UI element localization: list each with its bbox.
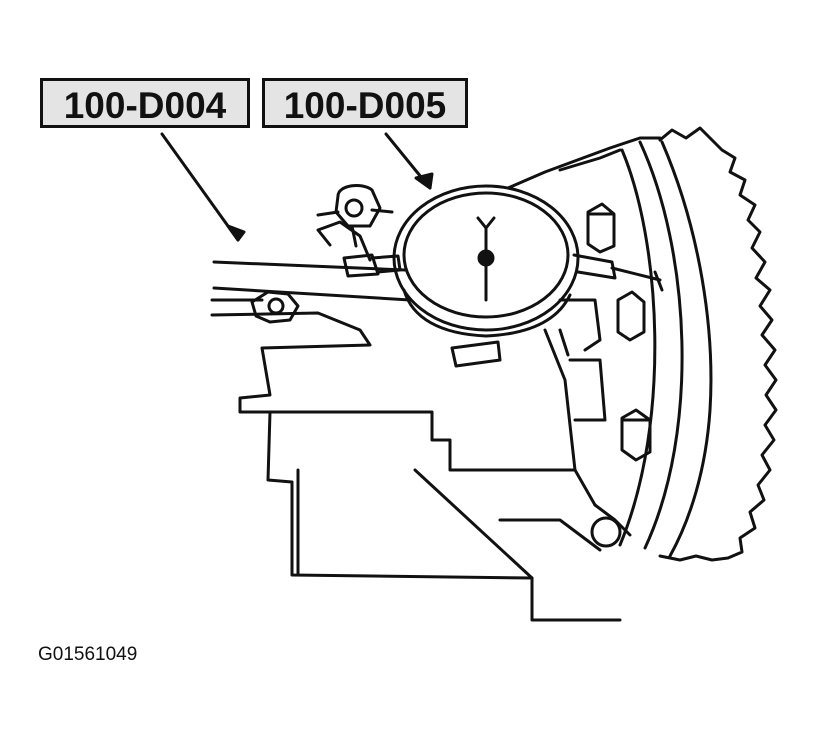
callout-tool-100-d005: 100-D005 bbox=[262, 78, 468, 128]
housing-bolt bbox=[250, 290, 300, 324]
callout-tool-100-d004: 100-D004 bbox=[40, 78, 250, 128]
leader-arrows bbox=[160, 132, 434, 242]
ring-gear bbox=[618, 126, 778, 562]
dial-indicator bbox=[392, 184, 664, 368]
figure-id: G01561049 bbox=[38, 644, 138, 665]
indicator-holder-arm bbox=[212, 183, 412, 302]
ring-gear-bolts bbox=[586, 202, 652, 548]
